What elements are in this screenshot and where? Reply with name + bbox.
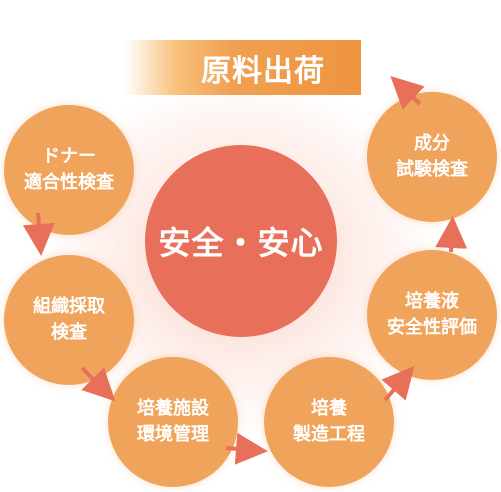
step-facility-management: 培養施設 環境管理 [108,357,238,487]
step-label-line2: 環境管理 [137,424,209,445]
step-safety-evaluation: 培養液 安全性評価 [367,250,497,380]
step-component-testing: 成分 試験検査 [367,92,497,222]
step-label-line1: 培養施設 [137,398,209,419]
step-label-line2: 安全性評価 [387,317,477,338]
arrow-icon [22,212,55,256]
step-label-line1: 組織採取 [33,296,105,317]
step-label-line2: 適合性検査 [24,172,114,193]
step-label-line1: 培養 [311,398,347,419]
title-text: 原料出荷 [201,54,325,89]
arrow-icon [435,216,468,253]
arrow-icon [390,76,425,110]
step-label-line2: 製造工程 [293,424,365,445]
arrow-icon [225,432,268,465]
step-label-line1: 成分 [414,133,450,154]
step-label-line1: 培養液 [405,291,459,312]
step-label-line2: 試験検査 [396,159,468,180]
title-banner [125,40,361,95]
step-donor-screening: ドナー 適合性検査 [4,105,134,235]
center-circle: 安全・安心 [145,145,337,337]
step-label-line1: ドナー [42,146,96,167]
arrow-icon [381,365,415,402]
arrow-icon [80,366,116,402]
step-label-line2: 検査 [51,322,87,343]
step-tissue-collection: 組織採取 検査 [4,255,134,385]
step-manufacturing-process: 培養 製造工程 [264,357,394,487]
